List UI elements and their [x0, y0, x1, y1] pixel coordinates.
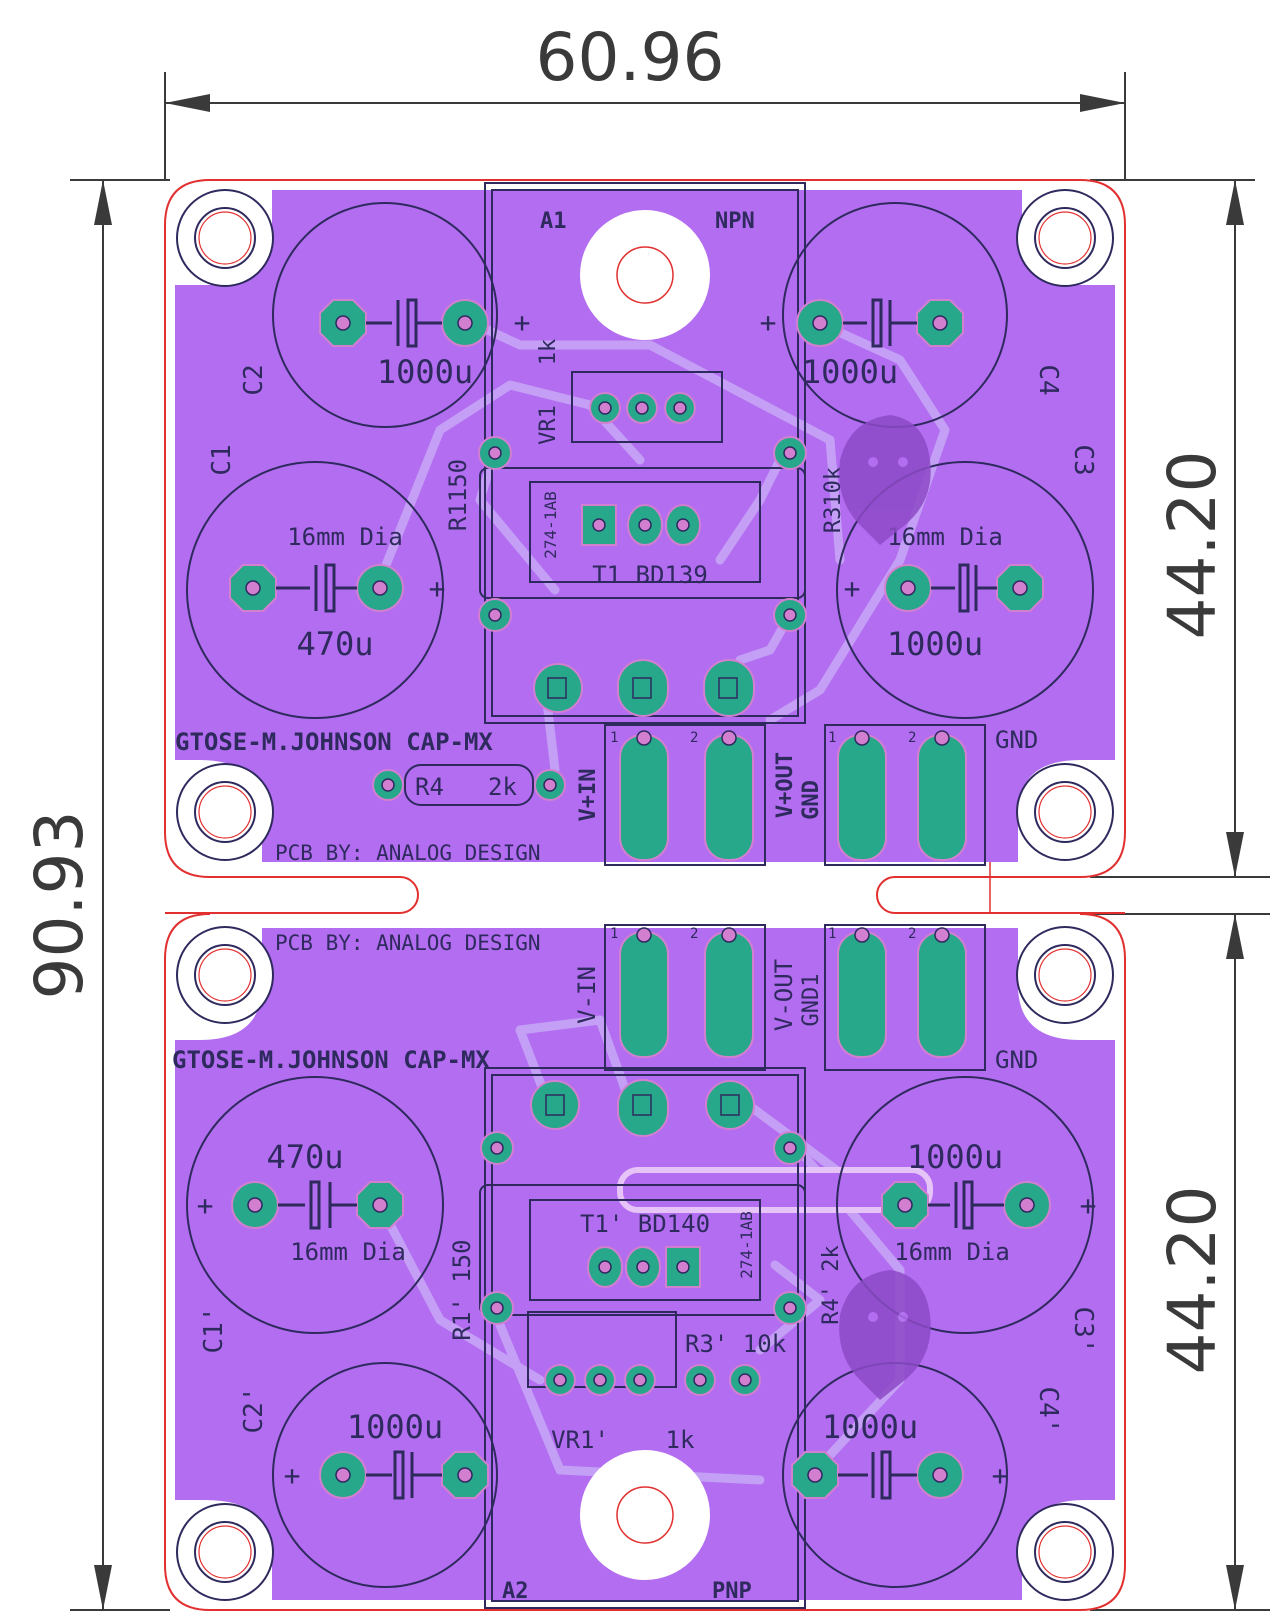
heatsink-hole-bottom [580, 1450, 710, 1580]
t1b-part: 274-1AB [737, 1211, 756, 1278]
c2b-plus: + [284, 1459, 301, 1492]
top-gnd-label: GND [995, 726, 1038, 754]
bottom-credit: PCB BY: ANALOG DESIGN [275, 931, 541, 955]
c2-plus: + [514, 306, 531, 339]
c2b-value: 1000u [347, 1408, 443, 1446]
mounting-holes [176, 189, 1114, 1601]
bottom-conn-in-pin2: 2 [690, 926, 698, 942]
c4-ref: C4 [1033, 364, 1063, 395]
lion-logo-icon [839, 415, 931, 545]
top-conn-gnd-label: GND [799, 780, 824, 820]
c4b-value: 1000u [822, 1408, 918, 1446]
c3-value: 1000u [887, 625, 983, 663]
c2b-ref: C2' [239, 1387, 269, 1434]
top-conn-in-pin2: 2 [690, 730, 698, 746]
c3-ref: C3 [1068, 444, 1098, 475]
r4-ref: R4 [415, 773, 444, 801]
polarity-label-pnp: PNP [712, 1579, 752, 1604]
bottom-conn-in-label: V-IN [573, 966, 601, 1024]
total-height-dimension: 90.93 [21, 811, 98, 1000]
c3b-plus: + [1080, 1189, 1097, 1222]
c3b-size: 16mm Dia [894, 1238, 1010, 1266]
r1-label: R1150 [444, 459, 472, 531]
c3-size: 16mm Dia [887, 523, 1003, 551]
bottom-conn-out-label: V-OUT [770, 959, 798, 1031]
top-conn-in-label: V+IN [576, 769, 601, 822]
polarity-label-npn: NPN [715, 209, 755, 234]
bottom-conn-in-pin1: 1 [610, 926, 618, 942]
board-outline-bottom [164, 913, 1126, 1611]
top-credit: PCB BY: ANALOG DESIGN [275, 841, 541, 865]
c1b-ref: C1' [199, 1307, 229, 1354]
c1-ref: C1 [207, 444, 237, 475]
c1-size: 16mm Dia [287, 523, 403, 551]
silkscreen-outlines [186, 182, 1094, 1609]
vr1-value: 1k [536, 339, 561, 366]
dimension-lines [70, 72, 1270, 1611]
width-dimension: 60.96 [536, 19, 725, 96]
c1-plus: + [429, 572, 446, 605]
r4b-label: R4' 2k [819, 1245, 844, 1324]
c2-value: 1000u [377, 353, 473, 391]
c4b-plus: + [992, 1459, 1009, 1492]
c3-plus: + [844, 572, 861, 605]
c3b-ref: C3' [1068, 1307, 1098, 1354]
bottom-conn-gnd-pin1: 1 [828, 926, 836, 942]
c4b-ref: C4' [1033, 1387, 1063, 1434]
bottom-conn-gnd-label: GND1 [799, 974, 824, 1027]
vr1b-ref: VR1' [551, 1426, 609, 1454]
bottom-conn-gnd-pin2: 2 [908, 926, 916, 942]
top-height-dimension: 44.20 [1154, 451, 1231, 640]
vr1b-value: 1k [666, 1426, 695, 1454]
c1b-plus: + [197, 1189, 214, 1222]
bottom-gnd-label: GND [995, 1046, 1038, 1074]
top-conn-gnd-pin2: 2 [908, 730, 916, 746]
heatsink-label-a2: A2 [502, 1579, 529, 1604]
vr1-ref: VR1 [536, 405, 561, 445]
r4-value: 2k [488, 773, 517, 801]
heatsink-label-a1: A1 [540, 209, 567, 234]
c4-value: 1000u [802, 353, 898, 391]
drill-holes [245, 315, 1035, 1483]
r3b-label: R3' 10k [685, 1330, 787, 1358]
bottom-board-title: GTOSE-M.JOHNSON CAP-MX [172, 1046, 490, 1074]
c2-ref: C2 [239, 364, 269, 395]
top-conn-in-pin1: 1 [610, 730, 618, 746]
t1-label: T1 BD139 [592, 561, 708, 589]
t1-part: 274-1AB [541, 491, 560, 558]
c1b-value: 470u [266, 1138, 343, 1176]
bottom-height-dimension: 44.20 [1154, 1186, 1231, 1375]
c3b-value: 1000u [907, 1138, 1003, 1176]
heatsink-hole-top [580, 210, 710, 340]
top-board-title: GTOSE-M.JOHNSON CAP-MX [175, 728, 493, 756]
c1b-size: 16mm Dia [290, 1238, 406, 1266]
c1-value: 470u [296, 625, 373, 663]
r1b-label: R1' 150 [448, 1239, 476, 1340]
t1b-label: T1' BD140 [580, 1210, 710, 1238]
dimension-arrows [94, 94, 1244, 1610]
top-conn-out-label: V+OUT [773, 752, 798, 818]
lion-logo-icon [839, 1270, 931, 1400]
capacitor-symbols [276, 298, 1004, 1500]
board-outline-top [164, 179, 1126, 914]
c4-plus: + [760, 306, 777, 339]
top-conn-gnd-pin1: 1 [828, 730, 836, 746]
